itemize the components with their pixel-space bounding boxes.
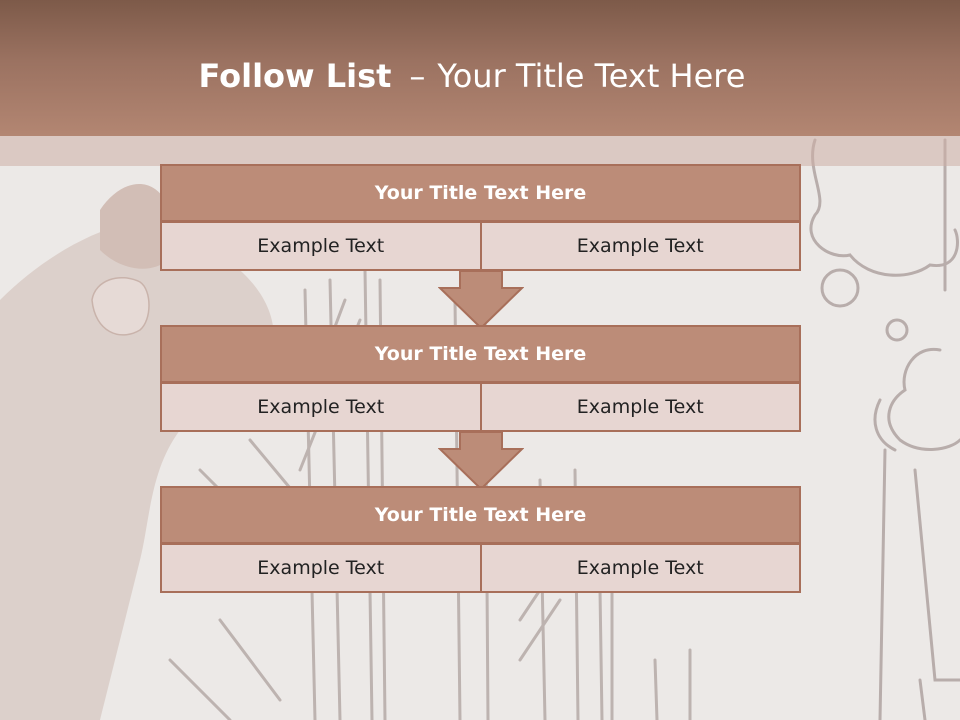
slide-title-rest: Your Title Text Here [437, 57, 746, 95]
block-title: Your Title Text Here [160, 164, 801, 222]
down-arrow-icon [438, 431, 524, 491]
block-cell-left: Example Text [160, 382, 482, 432]
block-cell-right: Example Text [481, 382, 801, 432]
block-cell-left: Example Text [160, 221, 482, 271]
down-arrow-icon [438, 270, 524, 330]
block-cell-right: Example Text [481, 221, 801, 271]
list-block-3: Your Title Text Here Example Text Exampl… [160, 486, 801, 593]
block-title: Your Title Text Here [160, 325, 801, 383]
list-block-2: Your Title Text Here Example Text Exampl… [160, 325, 801, 432]
block-cell-right: Example Text [481, 543, 801, 593]
list-block-1: Your Title Text Here Example Text Exampl… [160, 164, 801, 271]
slide-title: Follow List–Your Title Text Here [0, 52, 944, 100]
block-cell-left: Example Text [160, 543, 482, 593]
block-row: Example Text Example Text [160, 382, 801, 432]
slide-title-separator: – [409, 57, 426, 95]
header-band [0, 0, 960, 136]
block-row: Example Text Example Text [160, 221, 801, 271]
slide-title-bold: Follow List [198, 57, 392, 95]
block-title: Your Title Text Here [160, 486, 801, 544]
block-row: Example Text Example Text [160, 543, 801, 593]
header-sub-band [0, 136, 960, 166]
